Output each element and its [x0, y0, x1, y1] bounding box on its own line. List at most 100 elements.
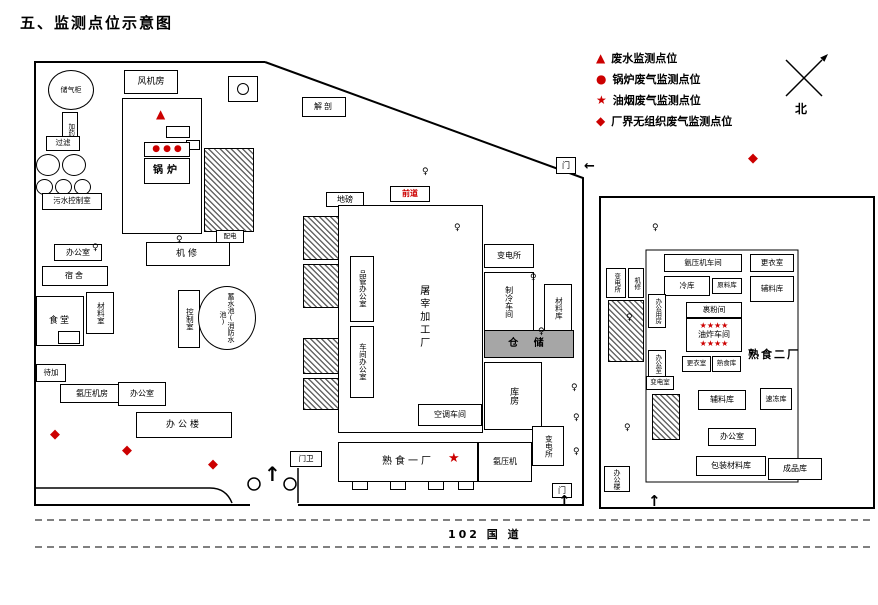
building-front-section: 前道: [390, 186, 430, 202]
fume-stars-icon: ★★★★: [699, 321, 729, 331]
legend-item-boiler-gas: ● 锅炉废气监测点位: [596, 71, 700, 87]
fume-star-icon: ★: [448, 451, 460, 466]
building-dorm: 宿舍: [42, 266, 108, 286]
building-warehouse: 库房: [484, 362, 542, 430]
fugitive-diamond-icon: ◆: [748, 151, 758, 166]
building-cold-workshop: 制冷车间: [484, 272, 534, 332]
vent-box: [352, 481, 368, 490]
star-icon: ★: [596, 93, 607, 107]
legend-label: 锅炉废气监测点位: [612, 73, 701, 86]
legend-label: 油烟废气监测点位: [612, 94, 701, 107]
legend-item-wastewater: ▲ 废水监测点位: [596, 50, 677, 66]
plant2-arrow-up-icon: ↑: [648, 492, 661, 510]
building-material-room: 材料室: [86, 292, 114, 334]
legend-item-fume: ★ 油烟废气监测点位: [596, 92, 701, 108]
fugitive-diamond-icon: ◆: [208, 457, 218, 472]
p2-frying-label: 油炸车间: [698, 330, 730, 340]
building-ammonia-compressor: 氨压机: [478, 442, 532, 482]
p2-cold-store: 冷库: [664, 276, 710, 296]
tank-circle: [36, 154, 60, 176]
building-qc-office: 品管办公室: [350, 256, 374, 322]
hatched-shed: [608, 300, 644, 362]
building-material-store: 材料库: [544, 284, 572, 332]
vent-box: [458, 481, 474, 490]
small-structure: [228, 76, 258, 102]
building-reservoir: 蓄水池(消防水池): [198, 286, 256, 350]
north-arrow-icon: [785, 54, 828, 97]
building-workshop-office: 车间办公室: [350, 326, 374, 398]
page-title: 五、监测点位示意图: [20, 14, 174, 32]
building-machine-repair: 机修: [146, 242, 230, 266]
p2-changing-b: 更衣室: [682, 356, 711, 372]
p2-raw-store: 原料库: [712, 278, 742, 294]
p2-office-b: 办公室: [708, 428, 756, 446]
vent-box: [390, 481, 406, 490]
pole-icon: ♀: [422, 167, 429, 177]
p2-substation-room: 变电室: [646, 376, 674, 390]
fume-stars-icon: ★★★★: [699, 338, 729, 348]
pole-icon: ♀: [652, 223, 659, 233]
building-power-dist: 配电: [216, 230, 244, 243]
pole-icon: ♀: [176, 235, 183, 245]
hatched-shed: [652, 394, 680, 440]
plant2-name-label: 熟食二厂: [748, 347, 800, 361]
pole-icon: ♀: [571, 383, 578, 393]
slaughter-plant-label: 屠宰加工厂: [417, 284, 429, 350]
legend-item-fugitive: ◆ 厂界无组织废气监测点位: [596, 113, 732, 129]
p2-coating: 裹粉间: [686, 302, 742, 318]
p2-substation: 变电所: [606, 268, 626, 298]
pole-icon: ♀: [530, 273, 537, 283]
p2-frying: ★★★★ 油炸车间 ★★★★: [686, 318, 742, 352]
building-cooked-food-1: 熟食一厂: [338, 442, 478, 482]
legend-label: 厂界无组织废气监测点位: [611, 115, 733, 128]
p2-freezer: 速冻库: [760, 388, 792, 410]
building-pending: 待加: [36, 364, 66, 382]
building-boiler: 锅炉: [144, 158, 190, 184]
hatched-shed: [303, 264, 339, 308]
building-dissection: 解剖: [302, 97, 346, 117]
pole-icon: ♀: [538, 327, 545, 337]
fugitive-diamond-icon: ◆: [50, 427, 60, 442]
building-sewage-control: 污水控制室: [42, 193, 102, 210]
pole-icon: ♀: [573, 413, 580, 423]
hatched-shed: [204, 148, 254, 232]
small-box: [58, 331, 80, 344]
tank-circle: [62, 154, 86, 176]
building-control-room: 控制室: [178, 290, 200, 348]
pole-icon: ♀: [624, 423, 631, 433]
building-filter: 过滤: [46, 136, 80, 151]
entrance-arrow-up-icon: ↑: [264, 462, 281, 486]
boiler-point-icon: ●: [163, 144, 171, 154]
boiler-point-icon: ●: [152, 144, 161, 154]
circle-icon: ●: [596, 72, 607, 86]
building-storage: 仓 储: [484, 330, 574, 358]
building-substation-b: 变电所: [532, 426, 564, 466]
building-ac-workshop: 空调车间: [418, 404, 482, 426]
boiler-stack-points: ● ● ●: [144, 142, 190, 157]
p2-office-rooms: 办公用房: [648, 294, 666, 328]
triangle-icon: ▲: [596, 51, 606, 65]
fugitive-diamond-icon: ◆: [122, 443, 132, 458]
road-label: 102 国 道: [448, 528, 522, 541]
hatched-shed: [303, 338, 339, 374]
gate-arrow-up-icon: ↑: [558, 492, 571, 510]
building-fan-room: 风机房: [124, 70, 178, 94]
building-substation-a: 变电所: [484, 244, 534, 268]
p2-changing-a: 更衣室: [750, 254, 794, 272]
small-tank-icon: [237, 83, 249, 95]
gate-a: 门: [556, 157, 576, 174]
building-office-building: 办公楼: [136, 412, 232, 438]
p2-office-building: 办公楼: [604, 466, 630, 492]
p2-aux-store-b: 辅料库: [698, 390, 746, 410]
small-box: [166, 126, 190, 138]
boiler-point-icon: ●: [173, 144, 182, 154]
pole-icon: ♀: [454, 223, 461, 233]
pole-icon: ♀: [626, 313, 633, 323]
building-gas-tank: 储气柜: [48, 70, 94, 110]
gate-arrow-left-icon: ←: [584, 159, 595, 174]
p2-aux-store-a: 辅料库: [750, 276, 794, 302]
boiler-wastewater-triangle-icon: ▲: [156, 107, 166, 121]
p2-office-a: 办公室: [648, 350, 666, 378]
